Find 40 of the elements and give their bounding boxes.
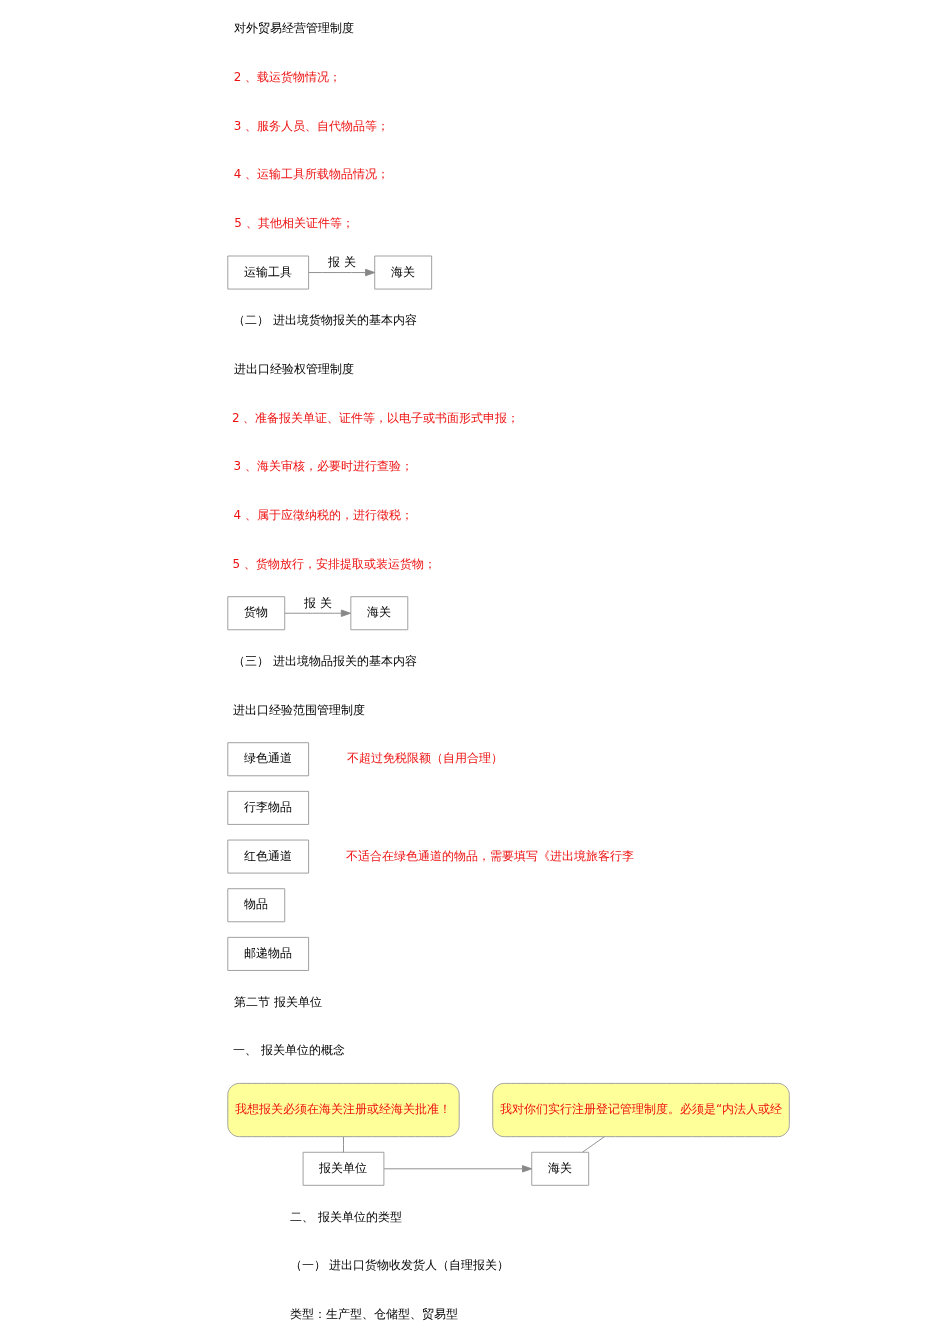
label: （三） 进出境物品报关的基本内容 <box>232 654 417 669</box>
label: 4 、属于应徵纳税的，进行徵税； <box>233 508 413 523</box>
label: 一、 报关单位的概念 <box>232 1043 345 1058</box>
label: 二、 报关单位的类型 <box>289 1209 402 1224</box>
node-box: 货物 <box>226 596 285 631</box>
label: 3 、服务人员、自代物品等； <box>233 118 389 133</box>
connector <box>581 1136 605 1153</box>
node-box: 行李物品 <box>226 790 309 825</box>
node-box: 报关单位 <box>302 1151 384 1186</box>
node-box: 我想报关必须在海关注册或经海关批准！ <box>226 1082 460 1138</box>
label: 进出口经验范围管理制度 <box>232 702 365 717</box>
edge-label: 报 关 <box>327 255 356 270</box>
edge-label: 报 关 <box>303 596 332 611</box>
label: 类型：生产型、仓储型、贸易型 <box>289 1306 458 1321</box>
label: 5 、其他相关证件等； <box>233 215 354 230</box>
arrow <box>283 609 351 617</box>
node-box: 海关 <box>530 1151 589 1186</box>
node-box: 我对你们实行注册登记管理制度。必须是“内法人或经 <box>491 1082 790 1138</box>
node-box: 运输工具 <box>226 255 309 290</box>
label: 进出口经验权管理制度 <box>233 362 354 376</box>
node-box: 邮递物品 <box>226 936 309 971</box>
label: 对外贸易经营管理制度 <box>233 21 354 36</box>
arrow <box>307 268 375 277</box>
node-box: 海关 <box>349 596 408 631</box>
label: 5 、货物放行，安排提取或装运货物； <box>232 556 436 571</box>
label: 4 、运输工具所载物品情况； <box>233 167 389 182</box>
label: 不适合在绿色通道的物品，需要填写《进出境旅客行李 <box>345 848 634 863</box>
arrow <box>383 1165 532 1173</box>
label: 3 、海关审核，必要时进行查验； <box>233 459 413 474</box>
label: （一） 进出口货物收发货人（自理报关） <box>289 1258 509 1273</box>
connector <box>342 1136 344 1153</box>
label: 2 、载运货物情况； <box>233 69 341 84</box>
label: 不超过免税限额（自用合理） <box>346 751 503 766</box>
node-box: 物品 <box>226 888 285 923</box>
node-box: 红色通道 <box>226 839 309 874</box>
label: 2 、准备报关单证、证件等，以电子或书面形式申报； <box>231 410 519 425</box>
label: 第二节 报关单位 <box>233 994 322 1009</box>
label: （二） 进出境货物报关的基本内容 <box>232 313 417 328</box>
node-box: 绿色通道 <box>226 742 309 777</box>
node-box: 海关 <box>373 255 432 290</box>
